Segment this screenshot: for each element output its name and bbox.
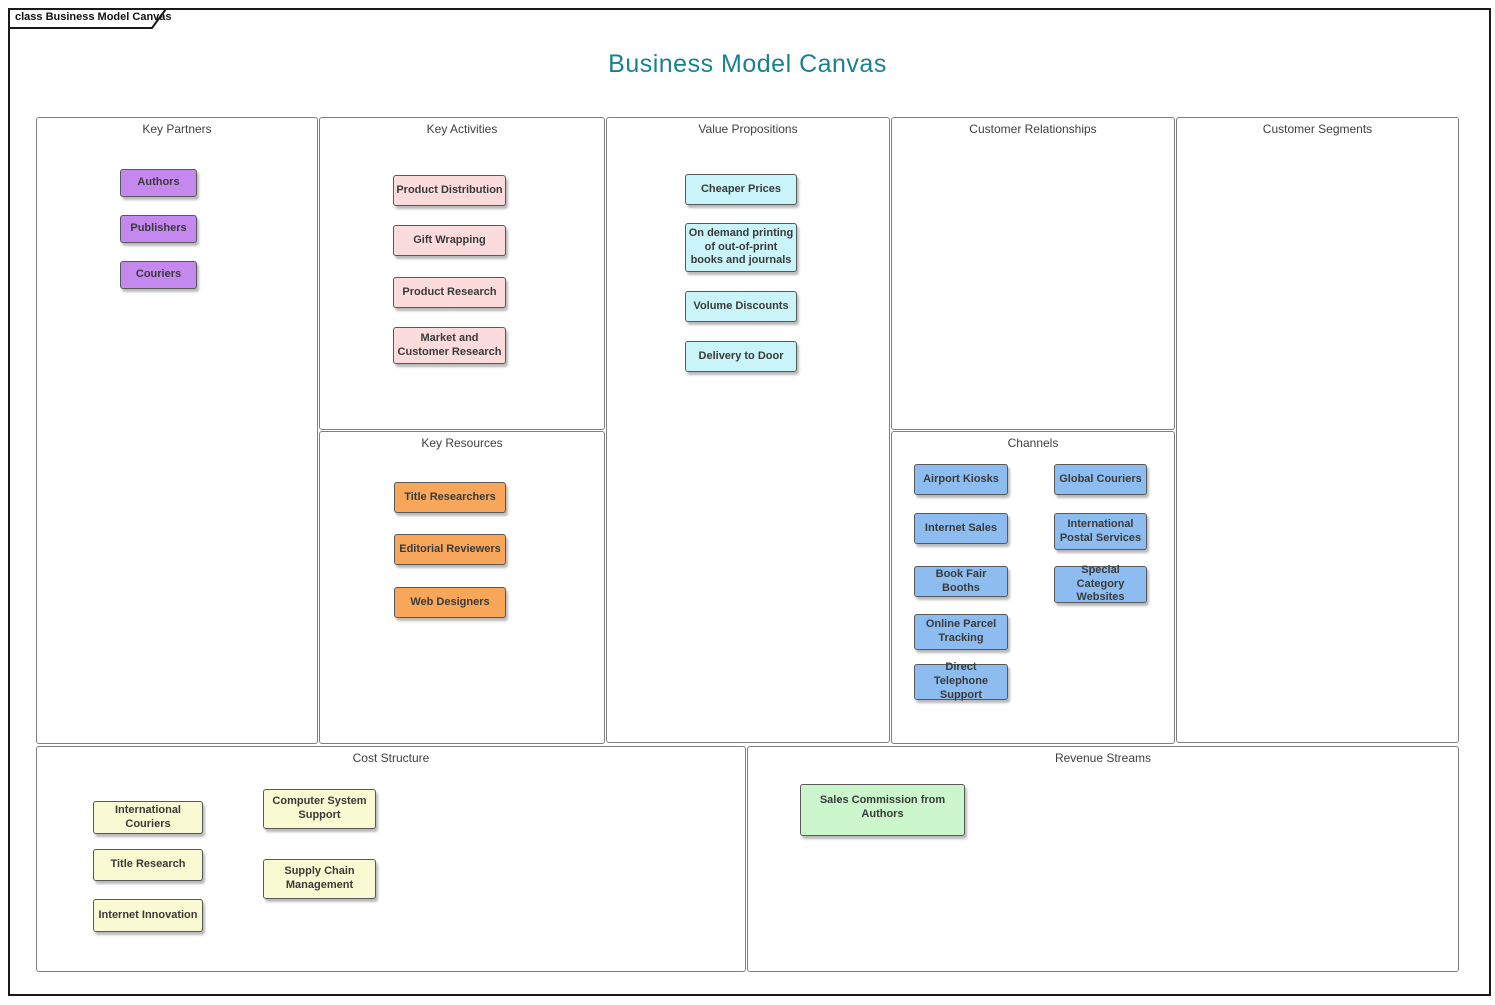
- node-global-couriers[interactable]: Global Couriers: [1054, 464, 1147, 495]
- panel-value-propositions[interactable]: Value Propositions Cheaper Prices On dem…: [606, 117, 890, 743]
- node-cheaper-prices[interactable]: Cheaper Prices: [685, 174, 797, 205]
- diagram-title: Business Model Canvas: [608, 50, 887, 78]
- node-online-parcel-tracking[interactable]: Online Parcel Tracking: [914, 614, 1008, 650]
- panel-revenue-streams[interactable]: Revenue Streams Sales Commission from Au…: [747, 746, 1459, 972]
- node-special-category-websites[interactable]: Special Category Websites: [1054, 564, 1147, 603]
- section-label: Customer Segments: [1262, 122, 1373, 136]
- panel-customer-segments[interactable]: Customer Segments: [1176, 117, 1459, 743]
- node-authors[interactable]: Authors: [120, 169, 197, 197]
- section-label: Channels: [1007, 436, 1059, 450]
- panel-key-resources[interactable]: Key Resources Title Researchers Editoria…: [319, 431, 605, 744]
- node-on-demand-printing[interactable]: On demand printing of out-of-print books…: [685, 223, 797, 272]
- node-product-distribution[interactable]: Product Distribution: [393, 175, 506, 206]
- node-international-couriers[interactable]: International Couriers: [93, 801, 203, 834]
- section-label: Value Propositions: [698, 122, 798, 136]
- node-airport-kiosks[interactable]: Airport Kiosks: [914, 464, 1008, 495]
- node-web-designers[interactable]: Web Designers: [394, 587, 506, 618]
- node-computer-system-support[interactable]: Computer System Support: [263, 789, 376, 829]
- node-book-fair-booths[interactable]: Book Fair Booths: [914, 566, 1008, 597]
- node-couriers[interactable]: Couriers: [120, 261, 197, 289]
- node-editorial-reviewers[interactable]: Editorial Reviewers: [394, 534, 506, 565]
- node-internet-innovation[interactable]: Internet Innovation: [93, 899, 203, 932]
- diagram-frame: [8, 8, 1491, 996]
- panel-key-partners[interactable]: Key Partners Authors Publishers Couriers: [36, 117, 318, 744]
- node-international-postal-services[interactable]: International Postal Services: [1054, 513, 1147, 550]
- frame-tab-shape: [8, 8, 168, 29]
- section-label: Key Partners: [142, 122, 212, 136]
- panel-cost-structure[interactable]: Cost Structure International Couriers Ti…: [36, 746, 746, 972]
- node-gift-wrapping[interactable]: Gift Wrapping: [393, 225, 506, 256]
- section-label: Key Activities: [426, 122, 498, 136]
- node-delivery-to-door[interactable]: Delivery to Door: [685, 341, 797, 372]
- node-internet-sales[interactable]: Internet Sales: [914, 513, 1008, 544]
- node-sales-commission-from-authors[interactable]: Sales Commission from Authors: [800, 784, 965, 836]
- section-label: Key Resources: [421, 436, 503, 450]
- frame-tab-label: class Business Model Canvas: [15, 11, 172, 23]
- section-label: Cost Structure: [352, 751, 430, 765]
- node-product-research[interactable]: Product Research: [393, 277, 506, 308]
- node-publishers[interactable]: Publishers: [120, 215, 197, 243]
- section-label: Revenue Streams: [1054, 751, 1152, 765]
- node-title-research[interactable]: Title Research: [93, 849, 203, 881]
- node-supply-chain-management[interactable]: Supply Chain Management: [263, 859, 376, 899]
- node-market-and-customer-research[interactable]: Market and Customer Research: [393, 327, 506, 364]
- panel-key-activities[interactable]: Key Activities Product Distribution Gift…: [319, 117, 605, 430]
- node-direct-telephone-support[interactable]: Direct Telephone Support: [914, 661, 1008, 701]
- node-title-researchers[interactable]: Title Researchers: [394, 482, 506, 513]
- node-volume-discounts[interactable]: Volume Discounts: [685, 291, 797, 322]
- panel-channels[interactable]: Channels Airport Kiosks Internet Sales B…: [891, 431, 1175, 744]
- panel-customer-relationships[interactable]: Customer Relationships: [891, 117, 1175, 430]
- section-label: Customer Relationships: [969, 122, 1097, 136]
